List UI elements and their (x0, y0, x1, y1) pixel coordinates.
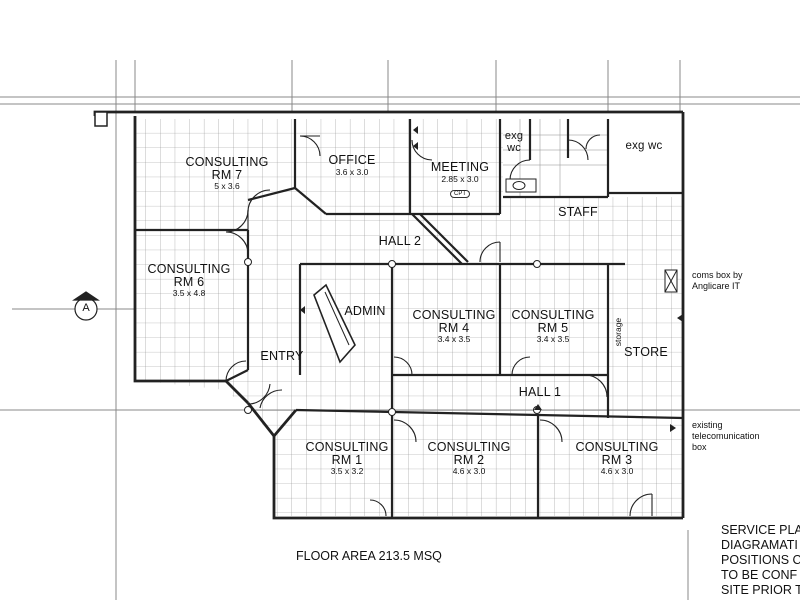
room-number: RM 7 (211, 168, 243, 183)
room-dimensions: 3.5 x 3.2 (330, 466, 364, 477)
room-number: RM 4 (438, 321, 470, 336)
meeting-label: MEETING 2.85 x 3.0 (420, 160, 500, 185)
section-marker (72, 291, 100, 321)
room-name: ADMIN (344, 304, 386, 318)
room-number: RM 2 (453, 453, 485, 468)
room-number: RM 3 (601, 453, 633, 468)
room-name: CONSULTING (575, 440, 659, 454)
room-dimensions: 3.6 x 3.0 (335, 167, 369, 178)
room-dimensions: 3.5 x 4.8 (172, 288, 206, 299)
column-markers (244, 258, 541, 416)
entry-label: ENTRY (252, 349, 312, 363)
room-name: HALL 1 (518, 385, 562, 399)
service-note-line1: SERVICE PLA (721, 523, 800, 537)
cpt-badge: CPT (450, 190, 470, 198)
admin-counter-edge (324, 291, 350, 346)
door-swings (225, 134, 653, 517)
wet-area-grid (503, 119, 608, 197)
room-name: CONSULTING (427, 440, 511, 454)
consulting-rm6-label: CONSULTING RM 6 3.5 x 4.8 (139, 262, 239, 299)
consulting-rm2-label: CONSULTING RM 2 4.6 x 3.0 (419, 440, 519, 477)
tiled-floor-area (135, 119, 683, 516)
telecom-note-line1: existing (692, 420, 723, 430)
room-name: HALL 2 (378, 234, 422, 248)
room-name: ENTRY (260, 349, 304, 363)
room-dimensions: 3.4 x 3.5 (437, 334, 471, 345)
room-dimensions: 2.85 x 3.0 (441, 174, 479, 185)
room-name: exg (504, 130, 524, 142)
consulting-rm3-label: CONSULTING RM 3 4.6 x 3.0 (567, 440, 667, 477)
admin-counter (313, 283, 356, 364)
room-name: OFFICE (328, 153, 376, 167)
room-number: RM 5 (537, 321, 569, 336)
corner-column (94, 111, 108, 127)
coms-box-note-line1: coms box by (692, 270, 743, 280)
service-note-line4: TO BE CONF (721, 568, 798, 582)
service-markers (300, 126, 683, 432)
coms-box-note-line2: Anglicare IT (692, 280, 741, 291)
sink-symbol (505, 178, 537, 193)
store-label: STORE (618, 345, 674, 359)
service-plan-note: SERVICE PLA DIAGRAMATI POSITIONS C TO BE… (721, 523, 800, 598)
room-dimensions: 4.6 x 3.0 (600, 466, 634, 477)
consulting-rm1-label: CONSULTING RM 1 3.5 x 3.2 (297, 440, 397, 477)
room-number: RM 1 (331, 453, 363, 468)
consulting-rm5-label: CONSULTING RM 5 3.4 x 3.5 (503, 308, 603, 345)
office-label: OFFICE 3.6 x 3.0 (312, 153, 392, 178)
room-name: CONSULTING (147, 262, 231, 276)
room-name: STORE (624, 345, 668, 359)
section-marker-letter: A (82, 302, 90, 314)
coms-box-note: coms box by Anglicare IT (692, 270, 743, 292)
room-name: exg wc (625, 140, 663, 152)
room-dimensions: 4.6 x 3.0 (452, 466, 486, 477)
room-name: CONSULTING (185, 155, 269, 169)
interior-walls (135, 119, 684, 518)
room-name: CONSULTING (412, 308, 496, 322)
hall1-label: HALL 1 (510, 385, 570, 399)
telecom-note-line2: telecomunication (692, 430, 760, 441)
coms-box-symbol (664, 269, 678, 293)
room-name: MEETING (430, 160, 490, 174)
room-name: STAFF (558, 205, 598, 219)
consulting-rm7-label: CONSULTING RM 7 5 x 3.6 (177, 155, 277, 192)
staff-label: STAFF (548, 205, 608, 219)
room-name: CONSULTING (511, 308, 595, 322)
room-name: CONSULTING (305, 440, 389, 454)
telecom-note-line3: box (692, 441, 707, 452)
exg-wc-small-label: exg wc (499, 130, 529, 154)
admin-label: ADMIN (340, 304, 390, 318)
room-number: RM 6 (173, 275, 205, 290)
room-name-line2: wc (507, 141, 521, 154)
room-dimensions: 3.4 x 3.5 (536, 334, 570, 345)
service-note-line2: DIAGRAMATI (721, 538, 798, 552)
telecom-box-note: existing telecomunication box (692, 420, 760, 452)
room-dimensions: 5 x 3.6 (214, 181, 240, 192)
floor-area-caption: FLOOR AREA 213.5 MSQ (296, 549, 442, 563)
service-note-line5: SITE PRIOR T (721, 583, 800, 597)
service-note-line3: POSITIONS C (721, 553, 800, 567)
hall2-label: HALL 2 (370, 234, 430, 248)
consulting-rm4-label: CONSULTING RM 4 3.4 x 3.5 (404, 308, 504, 345)
exg-wc-label: exg wc (614, 140, 674, 152)
